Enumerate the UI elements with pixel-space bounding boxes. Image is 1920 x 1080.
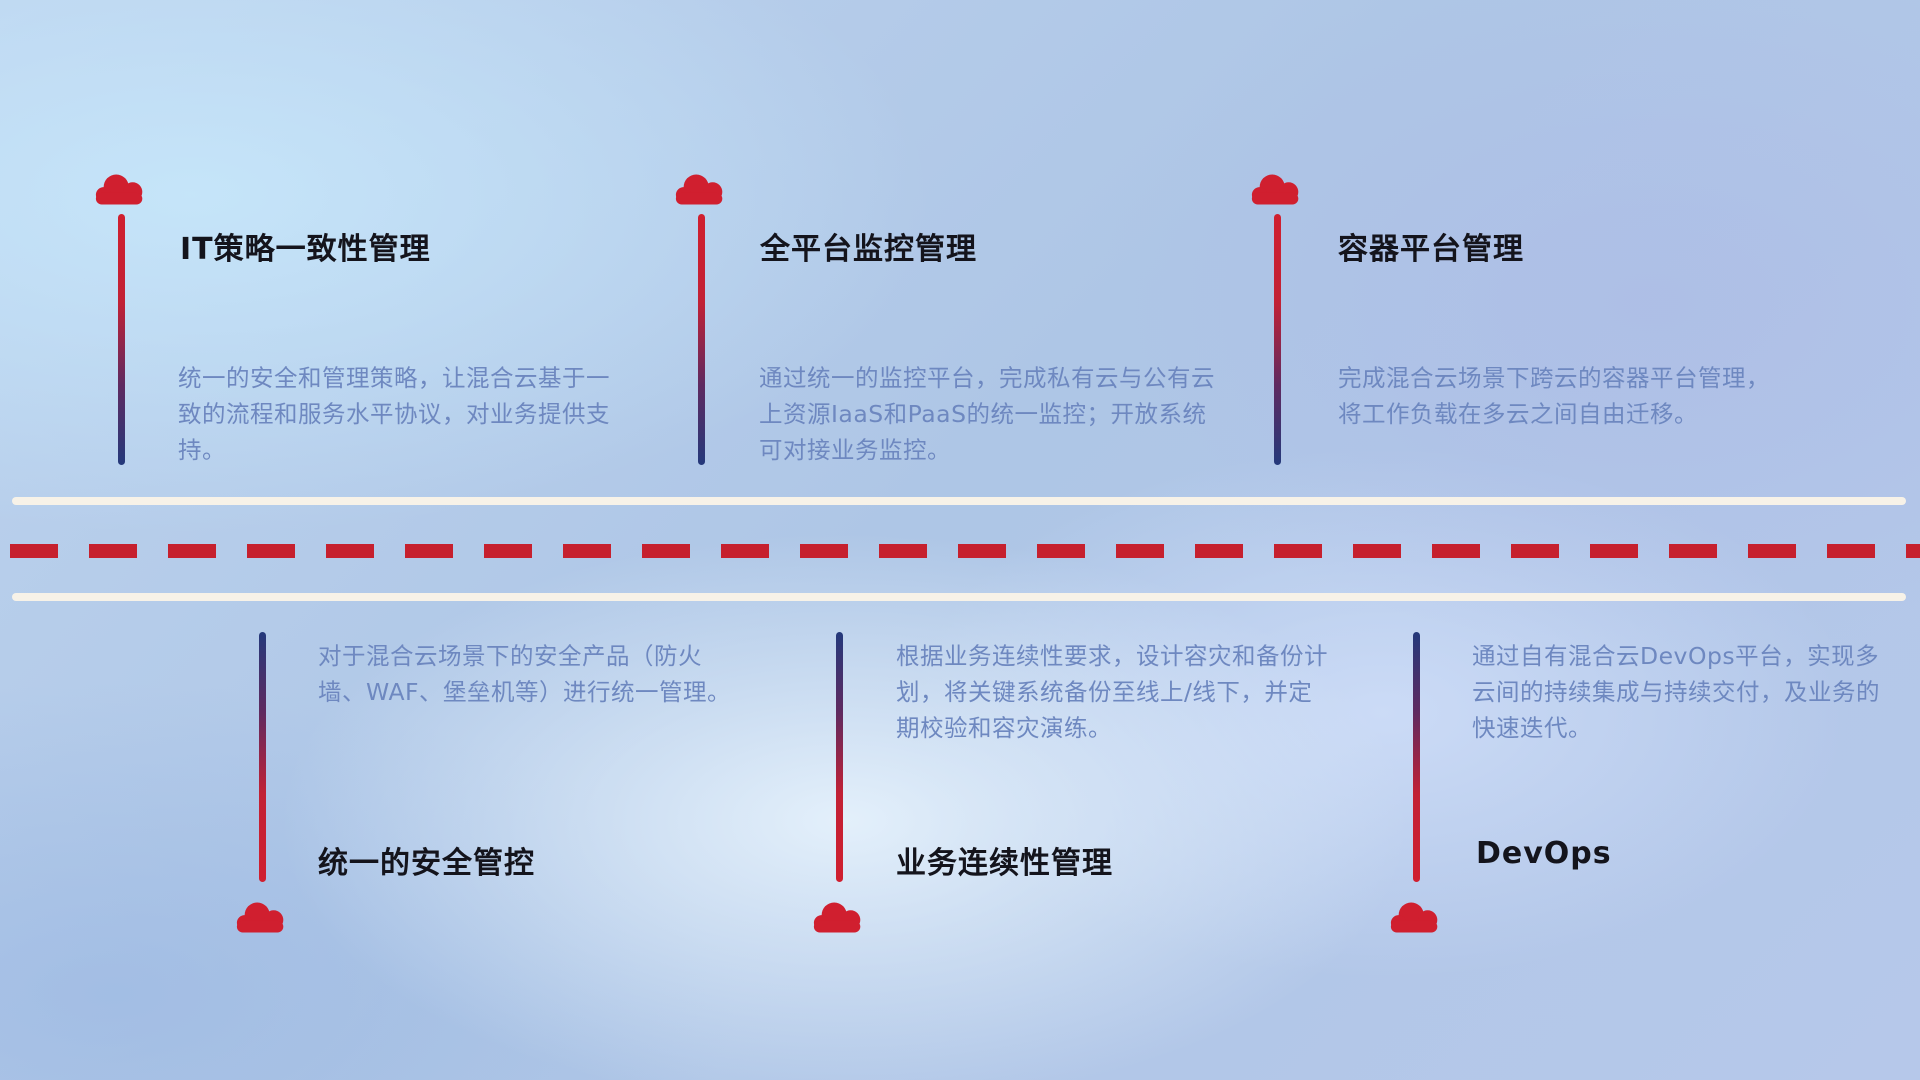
timeline-stem	[836, 632, 843, 882]
feature-description: 对于混合云场景下的安全产品（防火墙、WAF、堡垒机等）进行统一管理。	[318, 642, 732, 706]
timeline-stem	[259, 632, 266, 882]
road-line-bottom	[12, 593, 1906, 601]
feature-description: 根据业务连续性要求，设计容灾和备份计划，将关键系统备份至线上/线下，并定期校验和…	[896, 642, 1328, 742]
timeline-stem	[1274, 214, 1281, 465]
timeline-stem	[698, 214, 705, 465]
cloud-icon	[1249, 168, 1307, 210]
cloud-icon	[811, 896, 869, 938]
feature-title: IT策略一致性管理	[180, 232, 431, 267]
feature-title: 容器平台管理	[1338, 232, 1524, 267]
timeline-stem	[1413, 632, 1420, 882]
feature-description: 完成混合云场景下跨云的容器平台管理，将工作负载在多云之间自由迁移。	[1338, 364, 1770, 428]
cloud-icon	[1388, 896, 1446, 938]
feature-title: DevOps	[1476, 836, 1612, 871]
feature-description: 通过统一的监控平台，完成私有云与公有云上资源IaaS和PaaS的统一监控；开放系…	[759, 364, 1215, 464]
road-line-top	[12, 497, 1906, 505]
feature-title: 统一的安全管控	[318, 846, 535, 881]
feature-title: 业务连续性管理	[896, 846, 1113, 881]
cloud-icon	[234, 896, 292, 938]
road-dashed-line	[10, 544, 1920, 558]
timeline-stem	[118, 214, 125, 465]
feature-description: 统一的安全和管理策略，让混合云基于一致的流程和服务水平协议，对业务提供支持。	[178, 364, 610, 464]
feature-title: 全平台监控管理	[760, 232, 977, 267]
cloud-icon	[93, 168, 151, 210]
feature-description: 通过自有混合云DevOps平台，实现多云间的持续集成与持续交付，及业务的快速迭代…	[1472, 642, 1880, 742]
cloud-icon	[673, 168, 731, 210]
